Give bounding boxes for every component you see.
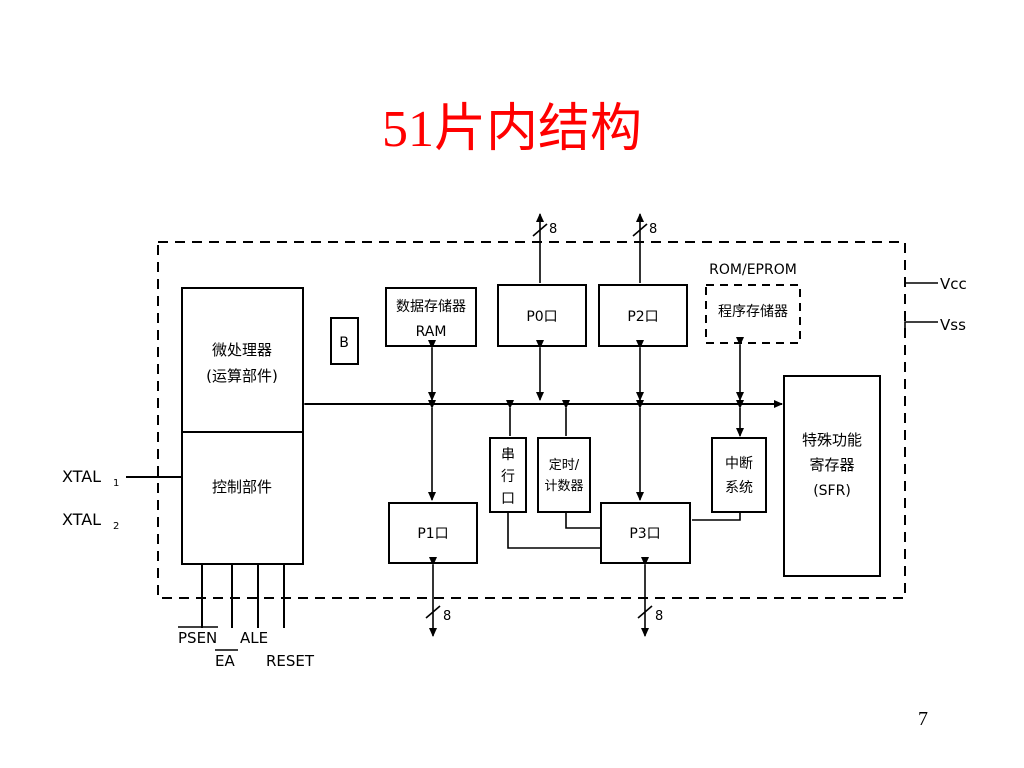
rom-header: ROM/EPROM: [709, 262, 797, 278]
serial-label-line1: 串: [501, 447, 515, 463]
cpu-label-line2: (运算部件): [206, 367, 278, 385]
control-label: 控制部件: [212, 478, 272, 496]
serial-label-line3: 口: [501, 491, 515, 507]
bus-connections: [428, 337, 744, 549]
interrupt-label-line2: 系统: [725, 480, 753, 496]
timer-label-line2: 计数器: [544, 479, 583, 494]
p2-label: P2口: [627, 309, 658, 325]
p3-bus-width: 8: [655, 609, 663, 624]
p1-label: P1口: [417, 526, 448, 542]
page-number: 7: [918, 708, 928, 730]
sfr-label-line1: 特殊功能: [802, 431, 862, 449]
external-buses: [425, 213, 653, 637]
vss-label: Vss: [940, 316, 966, 334]
interrupt-label-line1: 中断: [725, 456, 753, 472]
chip-boundary: [157, 241, 906, 599]
p2-bus-width: 8: [649, 222, 657, 237]
serial-label-line2: 行: [501, 469, 515, 485]
p1-bus-width: 8: [443, 609, 451, 624]
p2-port-block: P2口: [598, 284, 688, 347]
timer-block: 定时/ 计数器: [537, 437, 591, 513]
p0-port-block: P0口: [497, 284, 587, 347]
p3-port-block: P3口: [600, 502, 691, 564]
ea-label: EA: [215, 652, 235, 670]
timer-label-line1: 定时/: [549, 458, 580, 473]
power-pins: [904, 282, 938, 338]
cpu-block: 微处理器 (运算部件): [181, 287, 304, 433]
xtal2-subscript: 2: [113, 521, 119, 532]
xtal1-subscript: 1: [113, 478, 119, 489]
control-signal-pins: [201, 564, 285, 628]
sfr-label-line2: 寄存器: [809, 456, 854, 474]
b-register-label: B: [339, 335, 349, 351]
sfr-block: 特殊功能 寄存器 (SFR): [783, 375, 881, 577]
p1-port-block: P1口: [388, 502, 478, 564]
p3-label: P3口: [629, 526, 660, 542]
p0-bus-width: 8: [549, 222, 557, 237]
ale-label: ALE: [240, 629, 268, 647]
ram-label-line2: RAM: [416, 324, 447, 340]
ram-label-line1: 数据存储器: [396, 299, 466, 315]
reset-label: RESET: [266, 652, 315, 670]
cpu-label-line1: 微处理器: [212, 341, 272, 359]
sfr-label-line3: (SFR): [813, 483, 851, 499]
vcc-label: Vcc: [940, 275, 967, 293]
xtal1-label: XTAL: [62, 467, 101, 486]
rom-label: 程序存储器: [718, 304, 788, 320]
ram-block: 数据存储器 RAM: [385, 287, 477, 347]
control-block: 控制部件: [181, 431, 304, 565]
psen-label: PSEN: [178, 629, 217, 647]
slide-title: 51片内结构: [381, 101, 642, 158]
xtal2-label: XTAL: [62, 510, 101, 529]
serial-port-block: 串 行 口: [489, 437, 527, 513]
rom-block: ROM/EPROM 程序存储器: [705, 262, 801, 344]
p0-label: P0口: [526, 309, 557, 325]
interrupt-block: 中断 系统: [711, 437, 767, 513]
b-register-block: B: [330, 317, 359, 365]
